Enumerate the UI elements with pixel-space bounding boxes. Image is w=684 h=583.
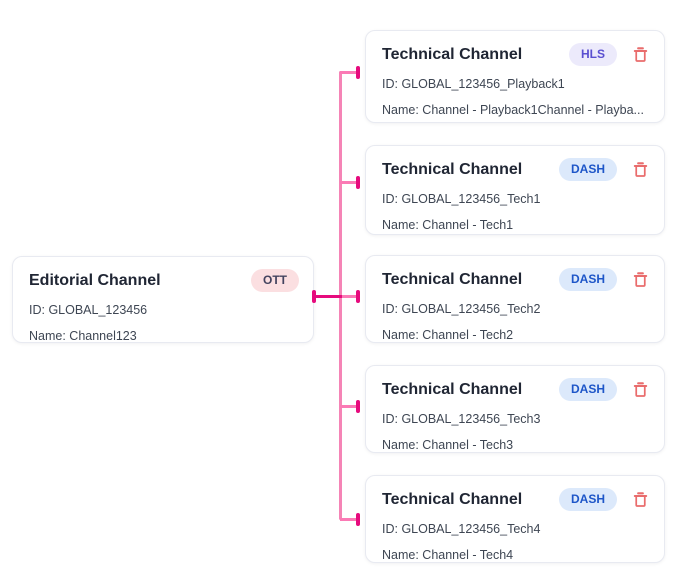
editorial-channel-card[interactable]: Editorial Channel OTT ID: GLOBAL_123456 …	[12, 256, 314, 343]
dash-badge: DASH	[558, 158, 617, 181]
delete-button[interactable]	[631, 160, 650, 179]
technical-channel-card[interactable]: Technical Channel DASH ID: GLOBAL_123456…	[365, 255, 665, 343]
connector-branch-editorial	[314, 294, 342, 298]
technical-channel-name: Name: Channel - Tech1	[382, 218, 514, 232]
delete-button[interactable]	[631, 490, 650, 509]
ott-badge: OTT	[251, 269, 299, 292]
technical-channel-name: Name: Channel - Playback1Channel - Playb…	[382, 103, 644, 117]
delete-button[interactable]	[631, 380, 650, 399]
technical-channel-id: ID: GLOBAL_123456_Tech2	[382, 302, 541, 316]
technical-channel-title: Technical Channel	[382, 270, 523, 288]
trash-icon	[631, 490, 650, 509]
connector-branch-2	[340, 180, 357, 184]
technical-channel-id: ID: GLOBAL_123456_Playback1	[382, 77, 565, 91]
technical-channel-card[interactable]: Technical Channel DASH ID: GLOBAL_123456…	[365, 145, 665, 235]
trash-icon	[631, 45, 650, 64]
trash-icon	[631, 270, 650, 289]
connector-endcap-5	[356, 512, 360, 526]
editorial-channel-title: Editorial Channel	[29, 271, 161, 289]
hls-badge: HLS	[569, 43, 617, 66]
delete-button[interactable]	[631, 270, 650, 289]
technical-channel-card[interactable]: Technical Channel HLS ID: GLOBAL_123456_…	[365, 30, 665, 123]
technical-channel-header: Technical Channel DASH	[382, 378, 650, 401]
connector-branch-4	[340, 404, 357, 408]
dash-badge: DASH	[558, 268, 617, 291]
technical-channel-name: Name: Channel - Tech4	[382, 548, 514, 562]
editorial-channel-id: ID: GLOBAL_123456	[29, 303, 148, 317]
connector-branch-5	[340, 517, 357, 521]
technical-channel-header: Technical Channel HLS	[382, 43, 650, 66]
technical-channel-title: Technical Channel	[382, 490, 523, 508]
trash-icon	[631, 160, 650, 179]
technical-channel-title: Technical Channel	[382, 380, 523, 398]
editorial-channel-name: Name: Channel123	[29, 329, 137, 343]
dash-badge: DASH	[558, 488, 617, 511]
trash-icon	[631, 380, 650, 399]
connector-endcap-1	[356, 65, 360, 79]
technical-channel-header: Technical Channel DASH	[382, 268, 650, 291]
technical-channel-card[interactable]: Technical Channel DASH ID: GLOBAL_123456…	[365, 365, 665, 453]
connector-endcap-2	[356, 175, 360, 189]
technical-channel-header: Technical Channel DASH	[382, 158, 650, 181]
technical-channel-title: Technical Channel	[382, 45, 523, 63]
connector-branch-3	[342, 294, 357, 298]
connector-branch-1	[340, 70, 357, 74]
technical-channel-name: Name: Channel - Tech2	[382, 328, 514, 342]
technical-channel-title: Technical Channel	[382, 160, 523, 178]
delete-button[interactable]	[631, 45, 650, 64]
technical-channel-id: ID: GLOBAL_123456_Tech3	[382, 412, 541, 426]
editorial-channel-header: Editorial Channel OTT	[29, 269, 299, 292]
technical-channel-name: Name: Channel - Tech3	[382, 438, 514, 452]
connector-endcap-4	[356, 399, 360, 413]
technical-channel-card[interactable]: Technical Channel DASH ID: GLOBAL_123456…	[365, 475, 665, 563]
technical-channel-header: Technical Channel DASH	[382, 488, 650, 511]
technical-channel-id: ID: GLOBAL_123456_Tech1	[382, 192, 541, 206]
connector-endcap-3	[356, 289, 360, 303]
technical-channel-id: ID: GLOBAL_123456_Tech4	[382, 522, 541, 536]
dash-badge: DASH	[558, 378, 617, 401]
